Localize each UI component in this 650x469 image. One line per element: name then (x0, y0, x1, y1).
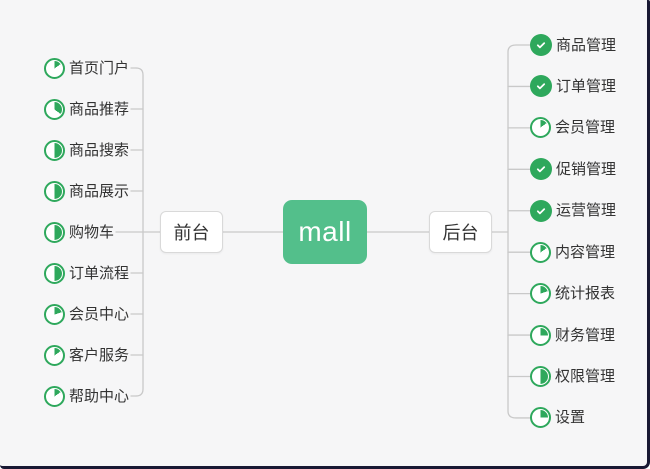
branch-item-label: 订单流程 (69, 264, 130, 282)
progress-wedge (47, 101, 62, 117)
branch-item-label: 客户服务 (69, 346, 130, 364)
progress-pie-icon[interactable] (530, 283, 551, 305)
progress-wedge (533, 327, 548, 343)
progress-wedge (47, 224, 62, 240)
branch-item-label: 商品搜索 (69, 141, 130, 159)
branch-item-label: 权限管理 (555, 368, 616, 386)
branch-item[interactable]: 订单管理 (530, 74, 616, 98)
branch-item[interactable]: 客户服务 (44, 343, 129, 367)
branch-item[interactable]: 商品搜索 (44, 138, 129, 162)
progress-wedge (533, 286, 548, 302)
branch-item[interactable]: 帮助中心 (44, 384, 129, 408)
progress-wedge (47, 265, 62, 281)
branch-item[interactable]: 设置 (530, 406, 585, 430)
progress-wedge (47, 183, 62, 199)
progress-pie-icon[interactable] (44, 139, 65, 161)
branch-item-label: 首页门户 (69, 59, 130, 77)
progress-pie-icon[interactable] (44, 262, 65, 284)
progress-pie-icon[interactable] (44, 180, 65, 202)
node-back-branch[interactable]: 后台 (429, 211, 492, 253)
branch-item-label: 商品管理 (556, 36, 617, 54)
progress-pie-icon[interactable] (44, 303, 65, 325)
progress-pie-icon[interactable] (530, 241, 551, 263)
branch-item[interactable]: 促销管理 (530, 157, 616, 181)
progress-pie-icon[interactable] (44, 57, 65, 79)
branch-item-label: 会员中心 (69, 305, 130, 323)
progress-wedge (533, 369, 548, 385)
branch-item[interactable]: 商品展示 (44, 179, 129, 203)
progress-pie-icon[interactable] (530, 324, 551, 346)
progress-pie-icon[interactable] (530, 407, 551, 429)
branch-item-label: 购物车 (69, 223, 115, 241)
check-circle-icon[interactable] (530, 34, 552, 56)
progress-pie-icon[interactable] (44, 344, 65, 366)
progress-pie-icon[interactable] (44, 221, 65, 243)
branch-item[interactable]: 商品管理 (530, 33, 616, 57)
branch-item-label: 财务管理 (555, 326, 616, 344)
progress-wedge (533, 244, 548, 260)
branch-item[interactable]: 会员管理 (530, 116, 615, 140)
branch-item-label: 促销管理 (556, 160, 617, 178)
branch-item-label: 内容管理 (555, 243, 616, 261)
progress-wedge (47, 388, 62, 404)
back-branch-label: 后台 (442, 223, 479, 243)
progress-pie-icon[interactable] (530, 366, 551, 388)
progress-pie-icon[interactable] (44, 385, 65, 407)
check-circle-icon[interactable] (530, 75, 552, 98)
branch-item[interactable]: 商品推荐 (44, 97, 129, 121)
branch-item-label: 帮助中心 (69, 387, 130, 405)
node-mall-root[interactable]: mall (283, 200, 367, 264)
check-circle-icon[interactable] (530, 199, 552, 222)
branch-item-label: 商品展示 (69, 182, 130, 200)
progress-wedge (533, 410, 548, 426)
branch-item-label: 会员管理 (555, 119, 616, 137)
progress-wedge (47, 347, 62, 363)
front-branch-label: 前台 (173, 223, 210, 243)
branch-item-label: 运营管理 (556, 202, 617, 220)
mall-root-label: mall (298, 216, 352, 247)
progress-pie-icon[interactable] (44, 98, 65, 120)
branch-item[interactable]: 权限管理 (530, 365, 615, 389)
branch-item[interactable]: 统计报表 (530, 282, 615, 306)
branch-item[interactable]: 购物车 (44, 220, 114, 244)
branch-item-label: 设置 (555, 409, 586, 427)
progress-wedge (47, 142, 62, 158)
branch-item[interactable]: 财务管理 (530, 323, 615, 347)
branch-item-label: 订单管理 (556, 77, 617, 95)
progress-pie-icon[interactable] (530, 117, 551, 139)
progress-wedge (533, 120, 548, 136)
progress-wedge (47, 306, 62, 322)
branch-item-label: 商品推荐 (69, 100, 130, 118)
node-front-branch[interactable]: 前台 (160, 211, 223, 253)
branch-item[interactable]: 会员中心 (44, 302, 129, 326)
branch-item-label: 统计报表 (555, 285, 616, 303)
check-circle-icon[interactable] (530, 158, 552, 181)
branch-item[interactable]: 首页门户 (44, 56, 129, 80)
branch-item[interactable]: 订单流程 (44, 261, 129, 285)
branch-item[interactable]: 内容管理 (530, 240, 615, 264)
progress-wedge (47, 60, 62, 76)
branch-item[interactable]: 运营管理 (530, 199, 616, 223)
